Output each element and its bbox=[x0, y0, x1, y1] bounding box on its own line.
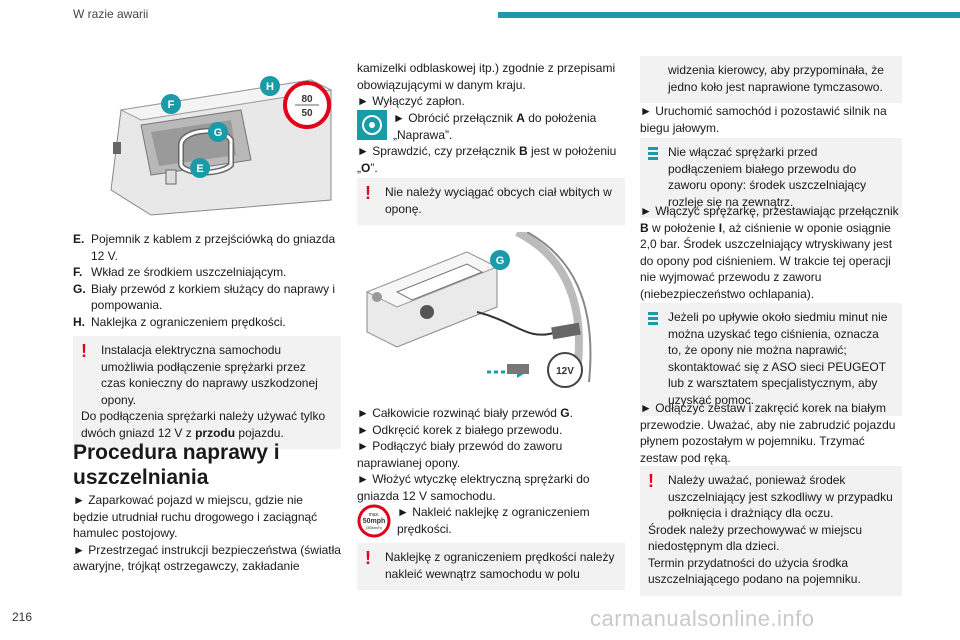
legend-item-g: G.Biały przewód z korkiem służący do nap… bbox=[73, 281, 336, 313]
svg-text:50mph: 50mph bbox=[363, 518, 386, 525]
warning-box-electrical: ! Instalacja elektryczna samochodu umożl… bbox=[73, 336, 341, 449]
warning-box-foreign-objects: ! Nie należy wyciągać obcych ciał wbityc… bbox=[357, 178, 625, 225]
repair-mode-icon bbox=[357, 110, 387, 140]
socket-label: 12V bbox=[556, 366, 574, 377]
figure-label-g2: G bbox=[496, 255, 505, 267]
steps-col1: ► Zaparkować pojazd w miejscu, gdzie nie… bbox=[73, 492, 341, 575]
figure-label-e: E bbox=[196, 163, 203, 175]
speed-sticker-icon: max. 50mph (80km/h) bbox=[357, 504, 391, 538]
step-turn-switch: ► Obrócić przełącznik A do położenia „Na… bbox=[357, 110, 625, 143]
steps-col2: ► Całkowicie rozwinąć biały przewód G. ►… bbox=[357, 405, 625, 504]
info-box-pressure: Jeżeli po upływie około siedmiu minut ni… bbox=[640, 303, 902, 416]
figure-label-h: H bbox=[266, 81, 274, 93]
info-box-compressor: Nie włączać sprężarki przed podłączeniem… bbox=[640, 138, 902, 218]
step-plug-in: ► Włożyć wtyczkę elektryczną sprężarki d… bbox=[357, 472, 590, 503]
sticker-speed-bottom: 50 bbox=[301, 108, 313, 119]
step-check-switch: ► Sprawdzić, czy przełącznik B jest w po… bbox=[357, 144, 617, 175]
warning-icon: ! bbox=[648, 471, 654, 491]
svg-text:(80km/h): (80km/h) bbox=[366, 525, 382, 530]
info-icon bbox=[648, 309, 668, 408]
legend-item-e: E.Pojemnik z kablem z przejściówką do gn… bbox=[73, 232, 336, 263]
watermark: carmanualsonline.info bbox=[590, 606, 815, 631]
step-safety: ► Przestrzegać instrukcji bezpieczeństwa… bbox=[73, 542, 341, 574]
warning-box-sticker-continued: widzenia kierowcy, aby przypominała, że … bbox=[640, 56, 902, 103]
svg-text:max.: max. bbox=[369, 512, 380, 518]
step-ignition: ► Wyłączyć zapłon. bbox=[357, 94, 465, 108]
step-sticker: max. 50mph (80km/h) ► Nakleić naklejkę z… bbox=[357, 504, 625, 538]
warning-icon: ! bbox=[81, 341, 87, 361]
warning-box-sticker: ! Naklejkę z ograniczeniem prędkości nal… bbox=[357, 543, 625, 590]
info-icon bbox=[648, 144, 668, 210]
intro-text: kamizelki odblaskowej itp.) zgodnie z pr… bbox=[357, 61, 616, 92]
figure-label-g: G bbox=[214, 127, 223, 139]
section-heading: Procedura naprawy i uszczelniania bbox=[73, 441, 280, 489]
legend-item-h: H.Naklejka z ograniczeniem prędkości. bbox=[73, 314, 286, 329]
step-engine: ► Uruchomić samochód i pozostawić silnik… bbox=[640, 104, 887, 135]
step-park: ► Zaparkować pojazd w miejscu, gdzie nie… bbox=[73, 493, 318, 540]
sticker-speed-top: 80 bbox=[301, 94, 313, 105]
step-unscrew-cap: ► Odkręcić korek z białego przewodu. bbox=[357, 422, 563, 437]
warning-icon: ! bbox=[365, 183, 371, 203]
legend-item-f: F.Wkład ze środkiem uszczelniającym. bbox=[73, 265, 287, 279]
repair-kit-illustration: 80 50 F H G E bbox=[110, 76, 333, 216]
warning-icon: ! bbox=[365, 548, 371, 568]
legend: E.Pojemnik z kablem z przejściówką do gn… bbox=[73, 231, 341, 330]
warning-box-harmful: ! Należy uważać, ponieważ środek uszczel… bbox=[640, 466, 902, 596]
compressor-illustration: G 12V bbox=[365, 232, 592, 388]
page-number: 216 bbox=[12, 610, 33, 624]
step-disconnect: ► Odłączyć zestaw i zakręcić korek na bi… bbox=[640, 401, 896, 465]
figure-label-f: F bbox=[168, 99, 175, 111]
step-connect-valve: ► Podłączyć biały przewód do zaworu napr… bbox=[357, 439, 563, 470]
step-unwind-hose: ► Całkowicie rozwinąć biały przewód G. bbox=[357, 406, 573, 420]
step-compressor-on: ► Włączyć sprężarkę, przestawiając przeł… bbox=[640, 204, 899, 301]
header-title: W razie awarii bbox=[73, 7, 149, 21]
header-accent-bar bbox=[498, 12, 960, 18]
